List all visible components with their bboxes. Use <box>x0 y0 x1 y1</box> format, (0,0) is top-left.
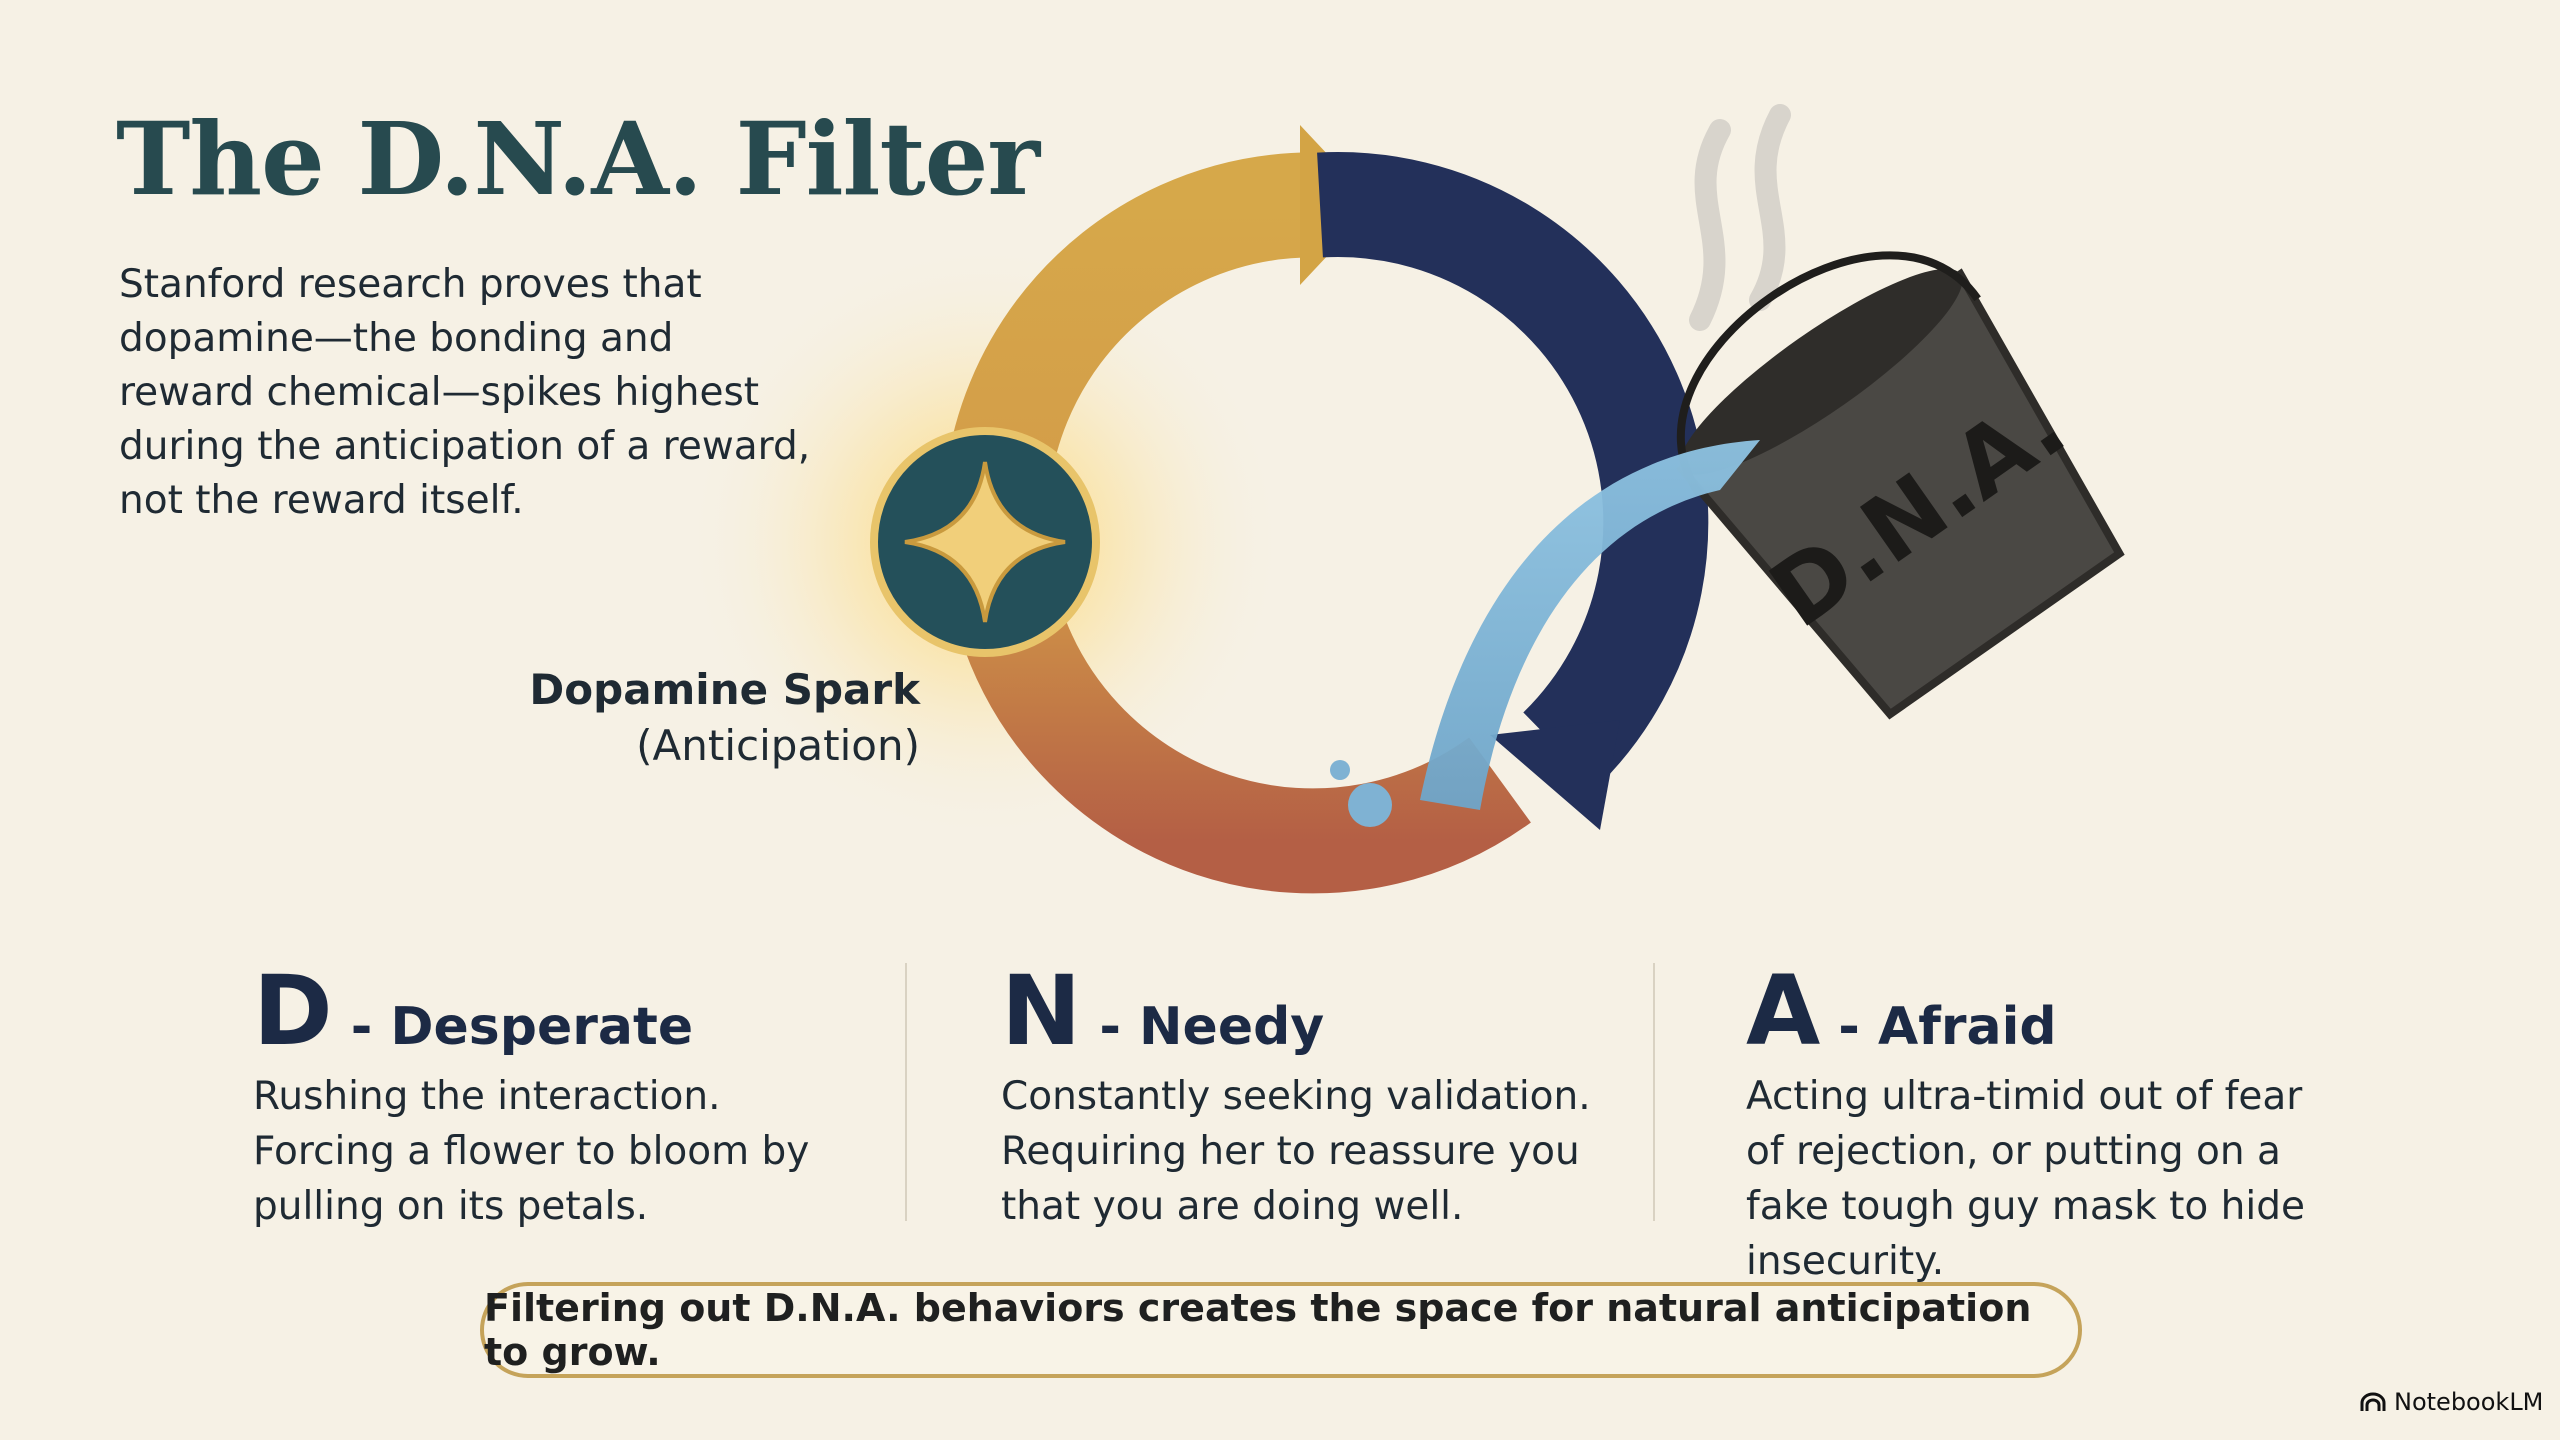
spark-label: Dopamine Spark <box>529 665 920 714</box>
brand-watermark: NotebookLM <box>2360 1388 2543 1416</box>
heading: - Desperate <box>350 997 694 1057</box>
column-desperate: D - Desperate Rushing the interaction. Fo… <box>253 955 853 1234</box>
navy-arrowhead <box>1490 720 1620 830</box>
column-afraid: A - Afraid Acting ultra-timid out of fear… <box>1746 955 2346 1289</box>
page-title: The D.N.A. Filter <box>116 100 1040 218</box>
splash <box>1330 760 1350 780</box>
heading: - Afraid <box>1838 997 2057 1057</box>
dna-bucket-icon: D.N.A. <box>1676 251 2125 720</box>
spark-caption: Dopamine Spark (Anticipation) <box>420 662 920 774</box>
heading: - Needy <box>1099 997 1325 1057</box>
letter: A <box>1746 955 1821 1067</box>
splash <box>1348 783 1392 827</box>
spark-sublabel: (Anticipation) <box>636 721 920 770</box>
letter: D <box>253 955 333 1067</box>
brand-name: NotebookLM <box>2394 1388 2544 1416</box>
description: Rushing the interaction. Forcing a flowe… <box>253 1074 810 1229</box>
navy-arc <box>1317 152 1709 788</box>
letter: N <box>1001 955 1082 1067</box>
water-stream <box>1420 440 1760 810</box>
sparkle-icon <box>904 461 1066 623</box>
steam-icon <box>1689 119 1731 331</box>
description: Constantly seeking validation. Requiring… <box>1001 1074 1591 1229</box>
summary-banner: Filtering out D.N.A. behaviors creates t… <box>480 1282 2082 1378</box>
divider <box>1653 963 1655 1221</box>
divider <box>905 963 907 1221</box>
column-needy: N - Needy Constantly seeking validation. … <box>1001 955 1601 1234</box>
description: Acting ultra-timid out of fear of reject… <box>1746 1074 2305 1284</box>
intro-paragraph: Stanford research proves that dopamine—t… <box>119 262 811 523</box>
notebooklm-logo-icon <box>2360 1392 2386 1411</box>
steam-icon <box>1749 104 1791 311</box>
